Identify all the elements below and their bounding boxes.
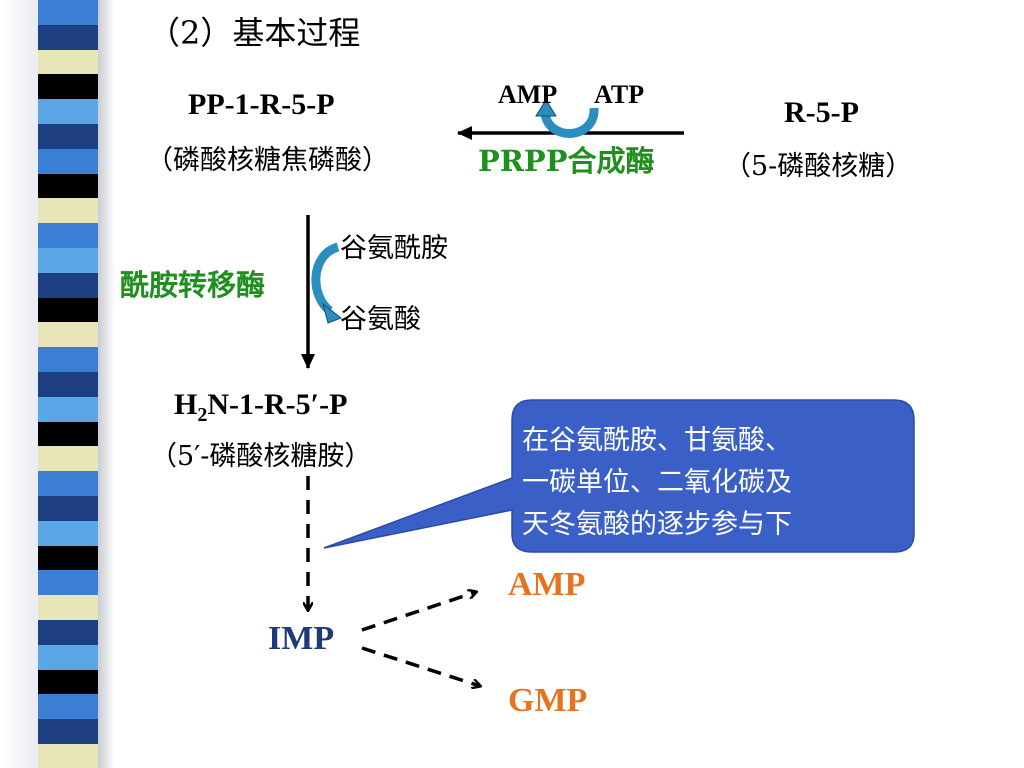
pra-name: （5′-磷酸核糖胺） xyxy=(150,441,372,472)
stripe-segment xyxy=(38,743,98,768)
stripe-segment xyxy=(38,173,98,199)
stripe-segment xyxy=(38,247,98,273)
stripe-segment xyxy=(38,148,98,174)
stripe-segment xyxy=(38,0,98,25)
reaction2-curved-arrow xyxy=(311,242,340,315)
gmp-label: GMP xyxy=(508,682,588,719)
prpp-formula: PP-1-R-5-P xyxy=(188,88,335,121)
product-glutamate: 谷氨酸 xyxy=(340,304,421,335)
stripe-segment xyxy=(38,49,98,75)
stripe-segment xyxy=(38,570,98,596)
callout-line-1: 在谷氨酰胺、甘氨酸、 xyxy=(522,425,792,456)
stripe-segment xyxy=(38,669,98,695)
dashed-arrow-to-amp xyxy=(361,592,476,632)
stripe-segment xyxy=(38,595,98,620)
stripe-segment xyxy=(38,495,98,521)
enzyme-amidotransferase: 酰胺转移酶 xyxy=(120,268,266,302)
reaction2-curved-arrowhead xyxy=(322,302,343,324)
callout-line-2: 一碳单位、二氧化碳及 xyxy=(522,467,792,498)
stripe-segment xyxy=(38,619,98,645)
stripe-segment xyxy=(38,297,98,323)
prpp-name: （磷酸核糖焦磷酸） xyxy=(146,145,389,176)
pra-formula: H2N-1-R-5′-P xyxy=(174,388,348,426)
cofactor-atp: ATP xyxy=(594,80,645,109)
stripe-segment xyxy=(38,123,98,149)
stripe-segment xyxy=(38,322,98,348)
callout-text: 在谷氨酰胺、甘氨酸、 一碳单位、二氧化碳及 天冬氨酸的逐步参与下 xyxy=(522,420,892,546)
stripe-segment xyxy=(38,520,98,546)
r5p-name: （5-磷酸核糖） xyxy=(724,151,913,182)
stripe-segment xyxy=(38,371,98,397)
callout-line-3: 天冬氨酸的逐步参与下 xyxy=(522,509,792,540)
stripe-segment xyxy=(38,223,98,248)
slide-title: （2）基本过程 xyxy=(148,14,361,52)
stripe-segment xyxy=(38,396,98,422)
stripe-segment xyxy=(38,198,98,224)
decorative-stripe-bar xyxy=(0,0,115,768)
reaction1-curved-arrowhead xyxy=(535,99,557,117)
stripe-column xyxy=(38,0,98,768)
stripe-segment xyxy=(38,446,98,472)
stripe-segment xyxy=(38,421,98,447)
enzyme-prpp-synthetase: PRPP合成酶 xyxy=(478,144,655,178)
stripe-segment xyxy=(38,545,98,571)
stripe-segment xyxy=(38,74,98,100)
stripe-segment xyxy=(38,272,98,298)
imp-label: IMP xyxy=(268,620,335,657)
r5p-formula: R-5-P xyxy=(784,96,859,129)
callout-bubble xyxy=(323,399,915,553)
reaction1-curved-arrow xyxy=(540,107,599,138)
stripe-segment xyxy=(38,694,98,720)
stripe-segment xyxy=(38,719,98,744)
stripe-segment xyxy=(38,644,98,670)
cofactor-amp: AMP xyxy=(498,80,558,109)
dashed-arrow-to-gmp xyxy=(361,646,480,686)
stripe-segment xyxy=(38,347,98,372)
stripe-segment xyxy=(38,24,98,50)
stripe-segment xyxy=(38,471,98,496)
amp-label: AMP xyxy=(508,566,586,603)
stripe-segment xyxy=(38,99,98,124)
substrate-glutamine: 谷氨酰胺 xyxy=(340,233,448,264)
